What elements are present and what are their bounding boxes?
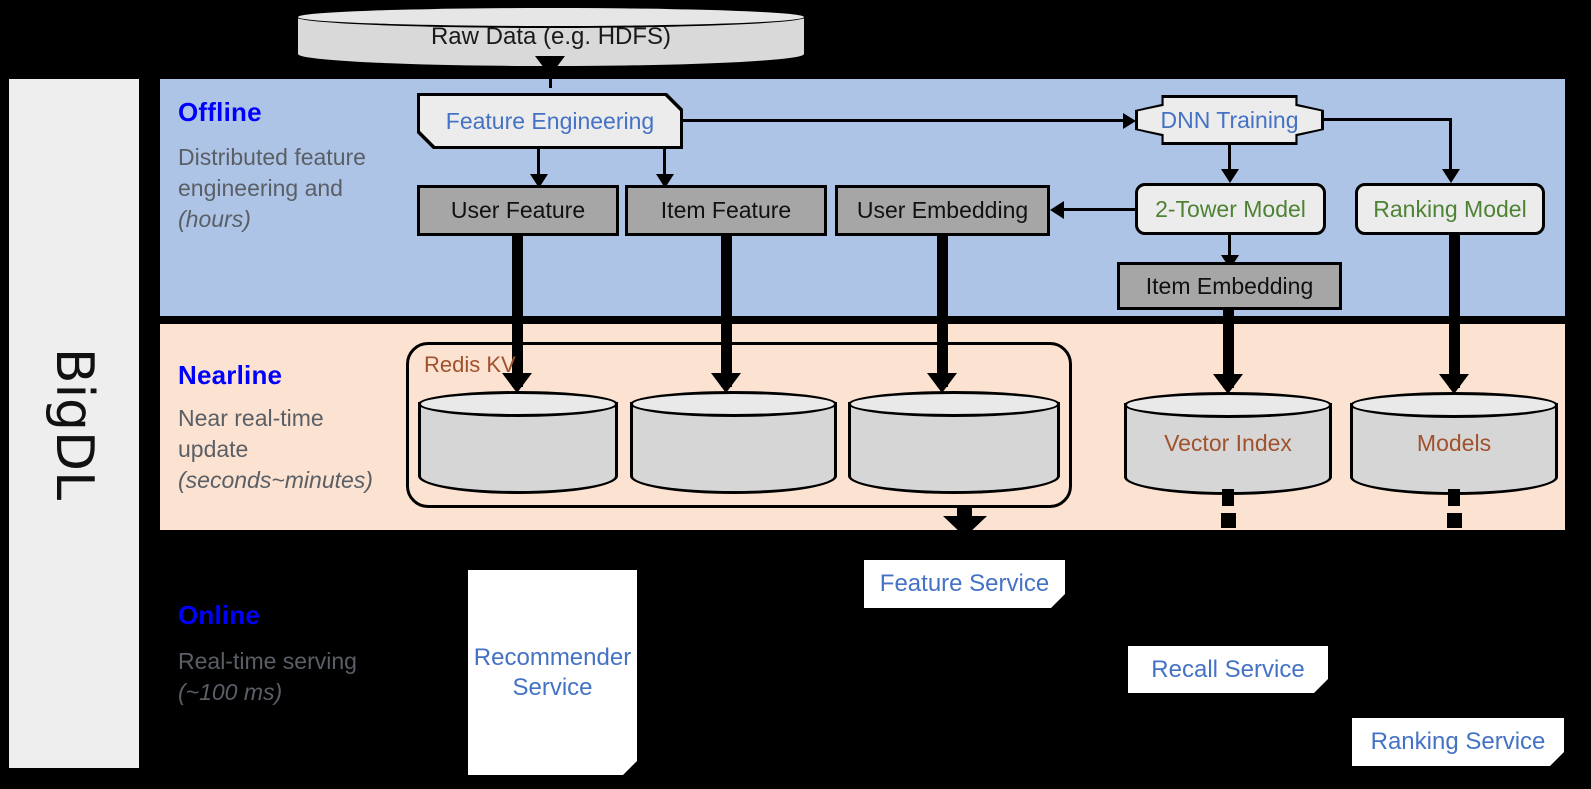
connector-fe-dnn [683, 119, 1123, 122]
cylinder-body [848, 402, 1060, 494]
store-item-feature-label [630, 391, 837, 494]
cylinder-top [1350, 392, 1558, 418]
connector-rawdata-fe [549, 68, 552, 88]
nearline-desc-italic: (seconds~minutes) [178, 467, 373, 493]
item-embedding-label: Item Embedding [1145, 272, 1314, 299]
ranking-model-box[interactable]: Ranking Model [1355, 183, 1545, 235]
pipe-itemembedding-vectorindex [1223, 310, 1234, 388]
arrow-fe-userfeature [530, 174, 548, 188]
connector-stub-models-b [1447, 513, 1462, 528]
stage-heading-online: Online [178, 600, 261, 630]
item-feature-box[interactable]: Item Feature [625, 185, 827, 236]
dnn-training-box[interactable]: DNN Training [1135, 95, 1324, 145]
connector-twotower-userembedding [1064, 208, 1136, 211]
note-fold-icon [1550, 752, 1564, 766]
pipe-itemfeature-store [721, 236, 732, 387]
arrow-dnn-ranking [1442, 169, 1460, 183]
stage-description-online: Real-time serving (~100 ms) [178, 646, 393, 708]
stage-description-offline: Distributed feature engineering and (hou… [178, 142, 393, 235]
dnn-training-label: DNN Training [1138, 98, 1321, 142]
vector-index-cylinder[interactable]: Vector Index [1124, 392, 1332, 495]
arrow-dnn-twotower [1221, 169, 1239, 183]
ranking-model-label: Ranking Model [1373, 195, 1527, 222]
connector-twotower-itememb [1228, 235, 1231, 260]
arrow-fe-itemfeature [656, 174, 674, 188]
stage-heading-nearline: Nearline [178, 360, 283, 390]
user-feature-box[interactable]: User Feature [417, 185, 619, 236]
redis-kv-container [406, 342, 1072, 508]
note-fold-icon [1314, 679, 1328, 693]
two-tower-model-label: 2-Tower Model [1155, 195, 1306, 222]
bigdl-rail: BigDL [6, 76, 142, 771]
cylinder-top [848, 391, 1060, 417]
cylinder-body [1124, 403, 1332, 495]
recommender-service-note[interactable]: Recommender Service [468, 570, 637, 775]
arrow-itemembedding-vectorindex [1213, 374, 1243, 394]
recall-service-note[interactable]: Recall Service [1128, 646, 1328, 693]
feature-engineering-box[interactable]: Feature Engineering [417, 93, 683, 149]
stage-heading-offline: Offline [178, 97, 262, 127]
connector-fe-userfeature [537, 149, 540, 178]
online-desc-text: Real-time serving [178, 648, 357, 674]
connector-stub-vectorindex-a [1222, 489, 1234, 506]
store-user-feature-label [418, 391, 618, 494]
two-tower-model-box[interactable]: 2-Tower Model [1135, 183, 1326, 235]
arrow-twotower-userembedding [1050, 201, 1064, 219]
connector-stub-models-a [1448, 489, 1460, 506]
recall-service-label: Recall Service [1151, 655, 1305, 683]
recommender-service-label: Recommender Service [473, 643, 632, 701]
vector-index-label: Vector Index [1164, 430, 1292, 456]
user-embedding-label: User Embedding [856, 197, 1029, 223]
connector-stub-vectorindex-b [1221, 513, 1236, 528]
arrow-rankingmodel-models [1439, 374, 1469, 394]
store-user-embedding-cylinder[interactable] [848, 391, 1060, 494]
offline-desc-text: Distributed feature engineering and [178, 144, 366, 201]
raw-data-cylinder: Raw Data (e.g. HDFS) [296, 6, 806, 68]
cylinder-top [418, 391, 618, 417]
pipe-userembedding-store [937, 236, 948, 387]
item-embedding-box[interactable]: Item Embedding [1117, 262, 1342, 310]
store-item-feature-cylinder[interactable] [630, 391, 837, 494]
user-feature-label: User Feature [450, 197, 586, 223]
raw-data-label: Raw Data (e.g. HDFS) [430, 23, 672, 50]
nearline-desc-text: Near real-time update [178, 405, 324, 462]
store-user-embedding-label [848, 391, 1060, 494]
cylinder-top [630, 391, 837, 417]
arrow-userfeature-store [502, 373, 532, 393]
user-embedding-box[interactable]: User Embedding [835, 185, 1050, 236]
feature-engineering-label: Feature Engineering [420, 96, 680, 146]
pipe-userfeature-store [512, 236, 523, 387]
arrow-rawdata-fe [535, 56, 565, 76]
feature-service-note[interactable]: Feature Service [864, 560, 1065, 608]
offline-desc-italic: (hours) [178, 206, 251, 232]
note-fold-icon [623, 761, 637, 775]
arrow-userembedding-store [927, 373, 957, 393]
connector-dnn-ranking-h [1324, 118, 1452, 121]
ranking-service-label: Ranking Service [1370, 728, 1546, 755]
connector-dnn-ranking-v [1449, 118, 1452, 173]
cylinder-body [630, 402, 837, 494]
note-fold-icon [1051, 594, 1065, 608]
store-user-feature-cylinder[interactable] [418, 391, 618, 494]
online-desc-italic: (~100 ms) [178, 679, 283, 705]
stage-description-nearline: Near real-time update (seconds~minutes) [178, 403, 393, 496]
ranking-service-note[interactable]: Ranking Service [1352, 718, 1564, 766]
bigdl-label: BigDL [44, 347, 105, 500]
cylinder-body [418, 402, 618, 494]
cylinder-top [296, 6, 806, 28]
arrow-itemfeature-store [711, 373, 741, 393]
models-label: Models [1416, 430, 1492, 456]
connector-dnn-twotower [1228, 145, 1231, 173]
arrow-redis-featureservice [943, 516, 987, 537]
item-feature-label: Item Feature [660, 197, 792, 223]
pipe-rankingmodel-models [1449, 235, 1460, 388]
connector-fe-itemfeature [663, 149, 666, 178]
redis-kv-label: Redis KV [424, 352, 516, 377]
cylinder-top [1124, 392, 1332, 418]
feature-service-label: Feature Service [879, 570, 1050, 597]
arrow-fe-dnn [1123, 113, 1136, 129]
cylinder-body [1350, 403, 1558, 495]
models-cylinder[interactable]: Models [1350, 392, 1558, 495]
